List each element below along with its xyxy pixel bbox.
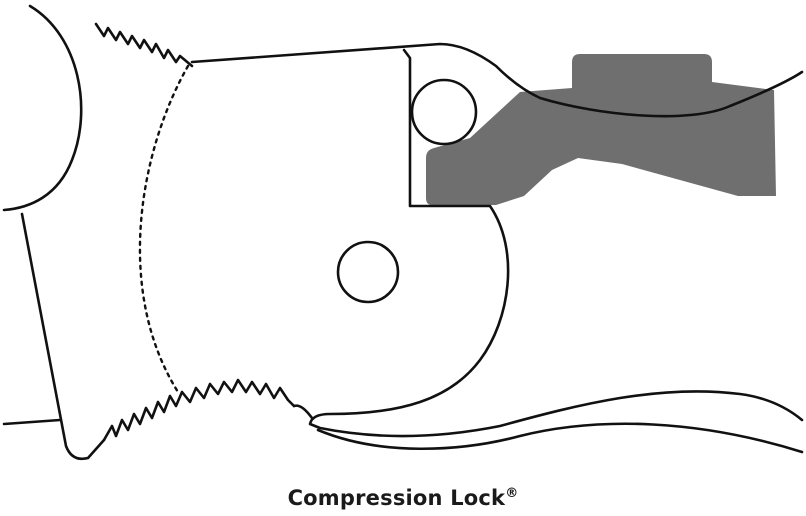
lock-element (426, 54, 776, 205)
lower-serrated-edge (102, 378, 296, 442)
upper-serrated-edge (94, 22, 194, 68)
lower-jaw-edge (292, 404, 314, 420)
diagram-caption: Compression Lock® (0, 486, 806, 510)
jaw-outline-left (20, 212, 106, 461)
registered-mark: ® (505, 486, 519, 501)
main-pivot-circle (336, 240, 400, 304)
dotted-pivot-arc (138, 64, 190, 394)
compression-lock-diagram (2, 4, 804, 461)
left-handle-arc (2, 4, 83, 212)
upper-pivot-circle (410, 78, 478, 146)
bottom-right-curve (316, 422, 804, 454)
bottom-left-line (2, 418, 62, 426)
jaw-notch (308, 48, 804, 438)
jaw-body (190, 42, 804, 118)
caption-text: Compression Lock (287, 486, 506, 510)
